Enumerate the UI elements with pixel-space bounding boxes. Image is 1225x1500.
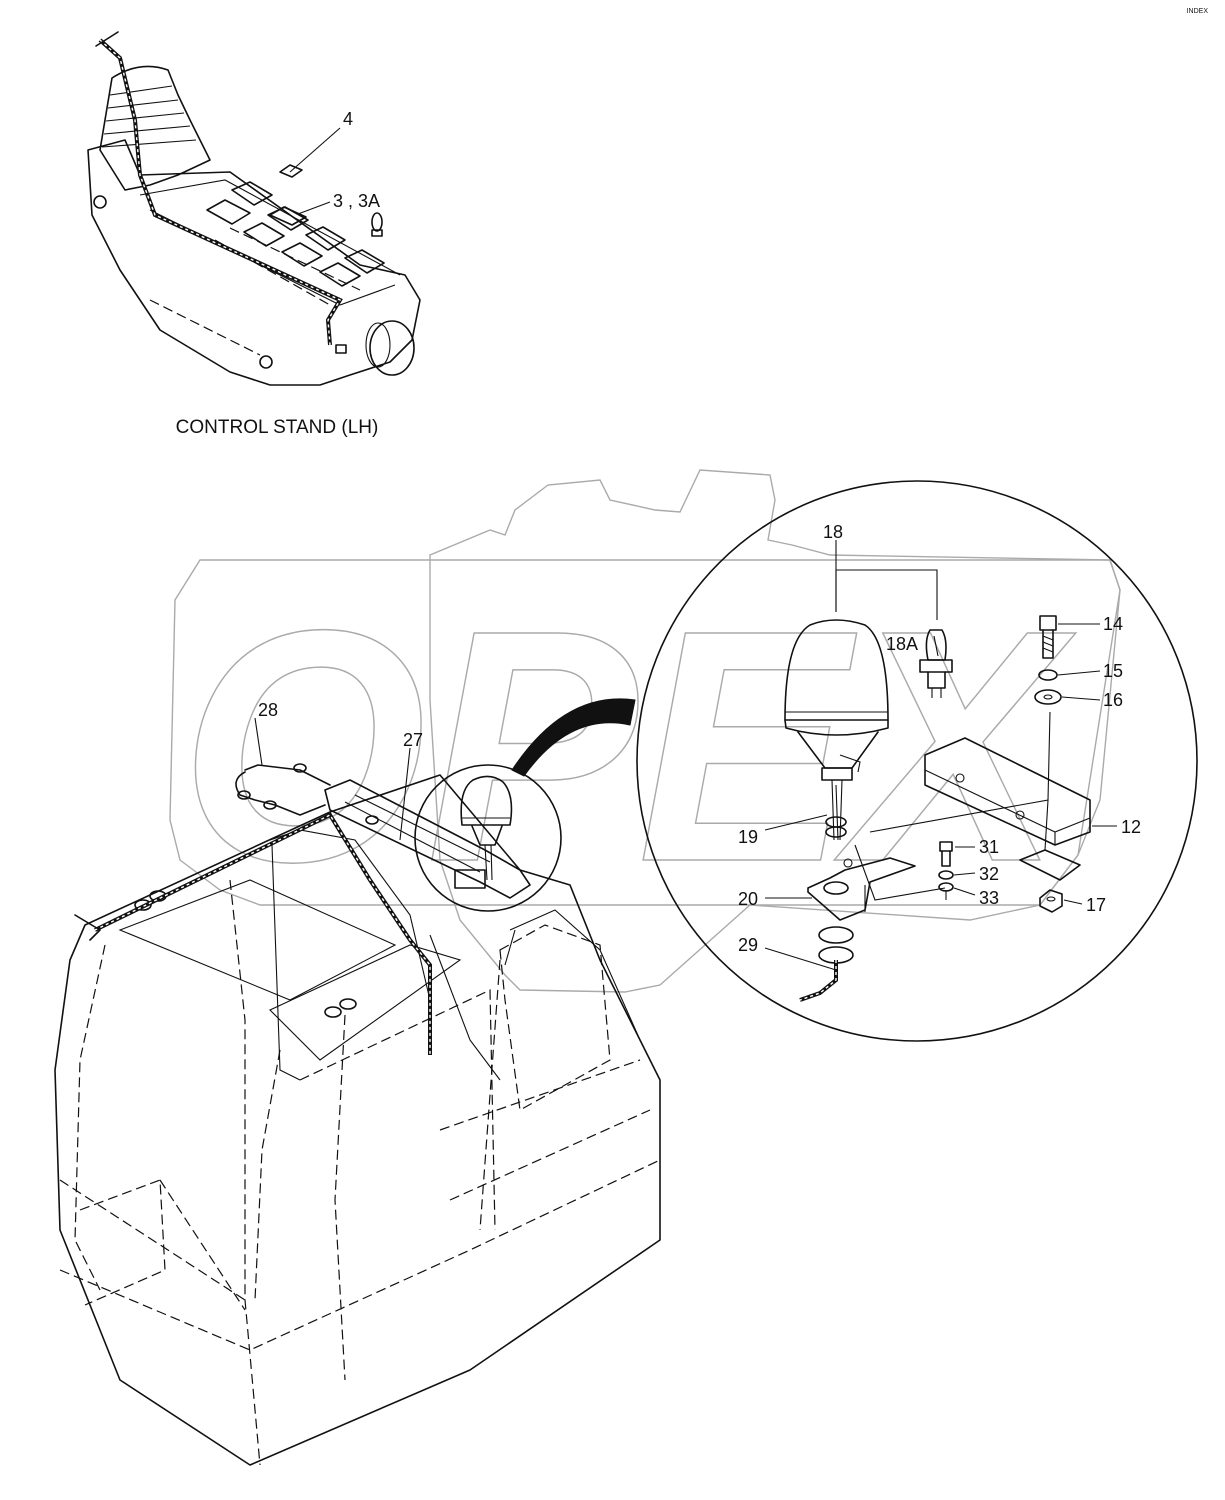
cab-illustration xyxy=(54,763,661,1466)
detail-magnifier-circle xyxy=(414,764,562,912)
part-3-switch xyxy=(269,206,307,226)
callout-18a: 18A xyxy=(886,634,918,654)
beacon-detail-view xyxy=(636,480,1198,1042)
switch-panel xyxy=(206,181,385,287)
inset-caption: CONTROL STAND (LH) xyxy=(176,417,379,438)
watermark-text: OPEX xyxy=(180,561,1076,930)
callout-4: 4 xyxy=(343,109,353,129)
control-stand-illustration xyxy=(87,31,421,386)
beacon-small xyxy=(460,775,513,826)
beacon-rail xyxy=(324,779,531,899)
part-18-beacon-lamp xyxy=(784,619,889,721)
part-14-bolt xyxy=(1039,615,1057,659)
part-20-bracket xyxy=(807,857,916,921)
watermark-gear-outline xyxy=(429,469,1121,993)
stand-hole-lower xyxy=(259,355,273,369)
watermark: OPEX xyxy=(169,469,1121,993)
stand-knob xyxy=(369,320,415,376)
callout-19: 19 xyxy=(738,827,758,847)
callout-31: 31 xyxy=(979,837,999,857)
callout-12: 12 xyxy=(1121,817,1141,837)
callout-28: 28 xyxy=(258,700,278,720)
callout-3-3a: 3 , 3A xyxy=(333,191,380,211)
callout-14: 14 xyxy=(1103,614,1123,634)
callout-15: 15 xyxy=(1103,661,1123,681)
part-31-bolt xyxy=(939,841,953,867)
part-16-washer xyxy=(1034,689,1062,705)
harness-28 xyxy=(235,764,331,816)
stand-body xyxy=(87,139,421,386)
part-4-cover xyxy=(279,164,303,178)
callout-33: 33 xyxy=(979,888,999,908)
callout-17: 17 xyxy=(1086,895,1106,915)
stand-wire-harness xyxy=(98,38,343,346)
callout-16: 16 xyxy=(1103,690,1123,710)
watermark-plate xyxy=(169,559,1121,906)
callout-27: 27 xyxy=(403,730,423,750)
lever-boot xyxy=(99,65,211,191)
detail-circle xyxy=(636,480,1198,1042)
cab-roof xyxy=(54,774,661,1466)
corner-mark: INDEX xyxy=(1187,8,1209,15)
callout-18: 18 xyxy=(823,522,843,542)
stand-hole-upper xyxy=(93,195,107,209)
part-15-washer xyxy=(1038,669,1058,681)
part-18a-bulb-icon xyxy=(919,629,953,698)
part-32-washer xyxy=(938,870,954,880)
part-3a-bulb-icon xyxy=(371,212,383,237)
callout-32: 32 xyxy=(979,864,999,884)
callout-20: 20 xyxy=(738,889,758,909)
part-12-bracket xyxy=(924,737,1091,846)
detail-arrow xyxy=(511,698,636,777)
part-17-nut xyxy=(1039,889,1063,913)
callout-29: 29 xyxy=(738,935,758,955)
